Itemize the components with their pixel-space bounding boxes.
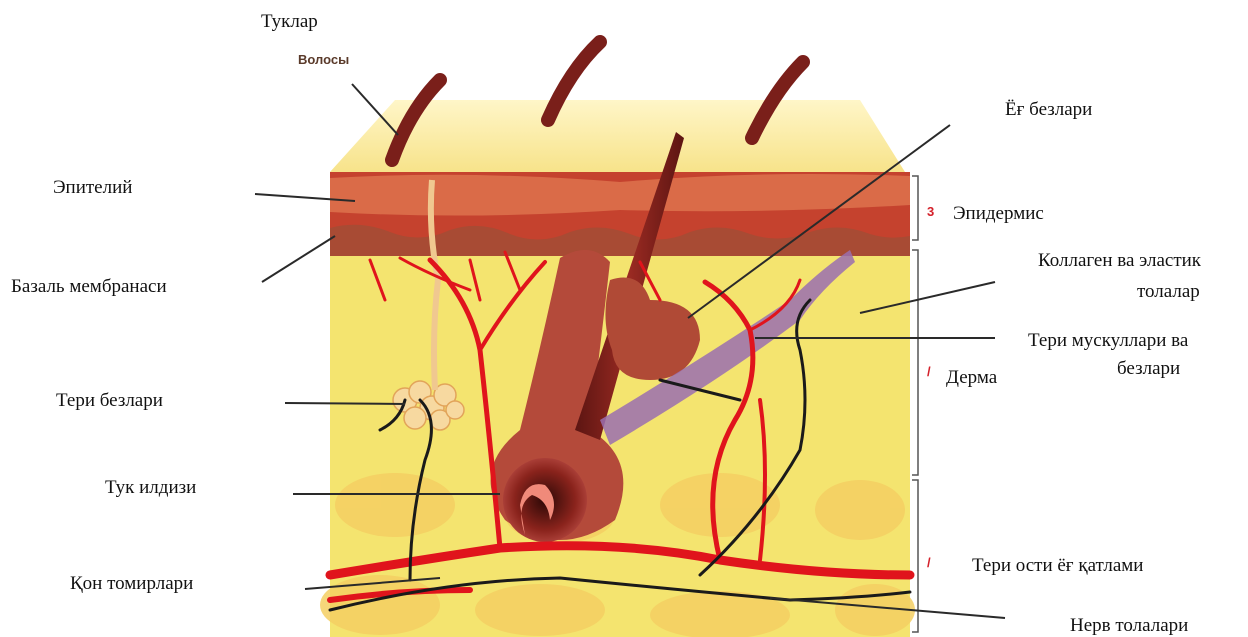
hair-tag: Волосы [298, 52, 349, 67]
dermis-marker: / [927, 364, 931, 379]
label-epidermis: Эпидермис [953, 203, 1044, 225]
label-collagen-line1: Коллаген ва эластик [1038, 250, 1201, 272]
label-subcutaneous: Тери ости ёғ қатлами [972, 555, 1143, 577]
label-collagen-line2: толалар [1137, 281, 1200, 303]
label-muscles-line1: Тери мускуллари ва [1028, 330, 1188, 352]
layer-bracket [912, 176, 918, 632]
label-dermis: Дерма [946, 367, 997, 389]
label-hair-root: Тук илдизи [105, 477, 196, 499]
label-blood-vessels: Қон томирлари [70, 573, 193, 595]
subcutaneous-marker: / [927, 555, 931, 570]
label-epithelium: Эпителий [53, 177, 132, 199]
label-sebaceous-glands: Ёғ безлари [1005, 99, 1092, 121]
label-sweat-glands: Тери безлари [56, 390, 163, 412]
label-basal-membrane: Базаль мембранаси [11, 276, 167, 298]
label-muscles-line2: безлари [1117, 358, 1180, 380]
epidermis-marker: 3 [927, 204, 934, 219]
label-nerve-fibers: Нерв толалари [1070, 615, 1188, 637]
label-hairs: Туклар [261, 11, 318, 33]
